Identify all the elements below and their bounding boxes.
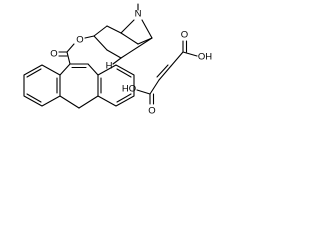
bond-n-bridgehead-left	[120, 19, 135, 34]
bond-c2-c3	[93, 25, 108, 37]
fumaric-acid	[136, 40, 198, 105]
bond-top-acid-c-oh	[182, 51, 198, 57]
left-benzene-ring	[23, 64, 61, 107]
bond-c4-bridgehead-right	[106, 49, 122, 59]
atom-label-acid-bottom-o: O	[148, 106, 155, 117]
bond-alkene-double-inner	[156, 64, 169, 78]
bond-c10-c9a	[59, 63, 71, 76]
tropane-cage	[93, 3, 153, 65]
ester-linkage	[58, 35, 95, 65]
atom-label-h: H	[106, 61, 113, 72]
right-benzene-ring	[97, 64, 135, 107]
atom-label-acid-bottom-ho: HO	[122, 84, 136, 95]
bond-bridgehead-left-c2	[106, 25, 122, 34]
bond-c5-c5a	[78, 95, 99, 109]
atom-label-ester-o: O	[76, 35, 83, 46]
bond-bottom-acid-c-oh	[136, 89, 151, 95]
atom-label-carbonyl-o: O	[50, 49, 57, 60]
dibenzocycloheptene	[23, 63, 135, 109]
bond-c3-c4	[93, 35, 108, 51]
molecule-diagram: N O O H O OH O HO	[23, 3, 212, 117]
bond-n-bridgehead-right	[141, 19, 153, 39]
bond-c11-c11a	[87, 63, 99, 76]
left-benzene-double-3	[26, 68, 42, 78]
bond-alkene-bottom-acid-c	[149, 79, 160, 95]
atom-label-n: N	[135, 9, 142, 20]
bond-top-acid-c-alkene	[170, 51, 184, 67]
left-benzene-double-2	[26, 93, 42, 103]
atom-labels: N O O H O OH O HO	[50, 9, 212, 117]
bond-bridgehead-left-c6	[120, 32, 139, 45]
right-benzene-double-2	[116, 68, 132, 78]
bond-alkene-double	[158, 65, 172, 81]
bond-carbonyl-c-ring	[66, 51, 71, 65]
bond-bridgehead-h	[112, 57, 122, 65]
bond-bridgehead-right-c7	[120, 37, 153, 59]
right-benzene-double-3	[116, 93, 132, 103]
atom-label-acid-top-oh: OH	[198, 52, 212, 63]
bond-c4a-c5	[59, 95, 80, 109]
bond-ester-o-carbonyl-c	[66, 43, 75, 53]
atom-label-acid-top-o: O	[181, 30, 188, 41]
bond-c3-ester-o	[84, 35, 95, 39]
